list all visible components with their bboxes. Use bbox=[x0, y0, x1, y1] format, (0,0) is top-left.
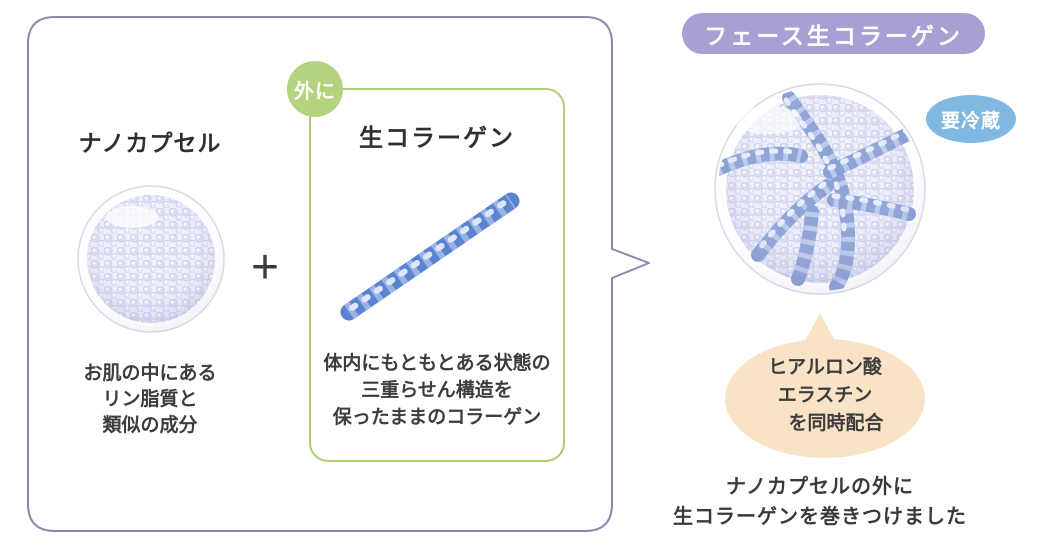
result-caption: ナノカプセルの外に 生コラーゲンを巻きつけました bbox=[655, 472, 985, 532]
nano-capsule-illustration bbox=[77, 185, 225, 333]
product-name-pill: フェース生コラーゲン bbox=[682, 13, 985, 54]
nano-caption-line: お肌の中にある bbox=[83, 363, 217, 384]
ingredient-bubble-line: を同時配合 bbox=[788, 413, 884, 434]
collagen-caption: 体内にもともとある状態の 三重らせん構造を 保ったままのコラーゲン bbox=[317, 350, 557, 431]
nano-caption-line: リン脂質と bbox=[102, 389, 198, 410]
nano-caption-line: 類似の成分 bbox=[102, 415, 198, 436]
result-caption-line: 生コラーゲンを巻きつけました bbox=[673, 506, 967, 528]
collagen-title: 生コラーゲン bbox=[359, 125, 515, 152]
plus-icon: + bbox=[250, 241, 280, 294]
result-caption-line: ナノカプセルの外に bbox=[726, 476, 914, 498]
product-name-label: フェース生コラーゲン bbox=[704, 22, 963, 49]
ingredient-bubble-pointer bbox=[804, 313, 836, 343]
collagen-helix-illustration bbox=[340, 192, 520, 321]
outside-badge-label: 外に bbox=[294, 80, 336, 103]
ingredient-bubble: ヒアルロン酸 エラスチン を同時配合 bbox=[725, 339, 925, 458]
ingredient-bubble-line: エラスチン bbox=[777, 385, 873, 406]
wrapped-capsule-illustration bbox=[714, 83, 926, 295]
refrigerate-badge-label: 要冷蔵 bbox=[940, 110, 1001, 132]
collagen-caption-line: 体内にもともとある状態の bbox=[323, 353, 551, 374]
collagen-caption-line: 保ったままのコラーゲン bbox=[332, 407, 542, 428]
nano-capsule-caption: お肌の中にある リン脂質と 類似の成分 bbox=[50, 361, 250, 439]
collagen-caption-line: 三重らせん構造を bbox=[361, 380, 513, 401]
ingredient-bubble-line: ヒアルロン酸 bbox=[768, 357, 882, 378]
refrigerate-badge: 要冷蔵 bbox=[926, 95, 1016, 143]
outside-badge: 外に bbox=[287, 61, 343, 117]
collagen-box-outline bbox=[309, 88, 565, 462]
nano-capsule-title: ナノカプセル bbox=[78, 130, 222, 156]
